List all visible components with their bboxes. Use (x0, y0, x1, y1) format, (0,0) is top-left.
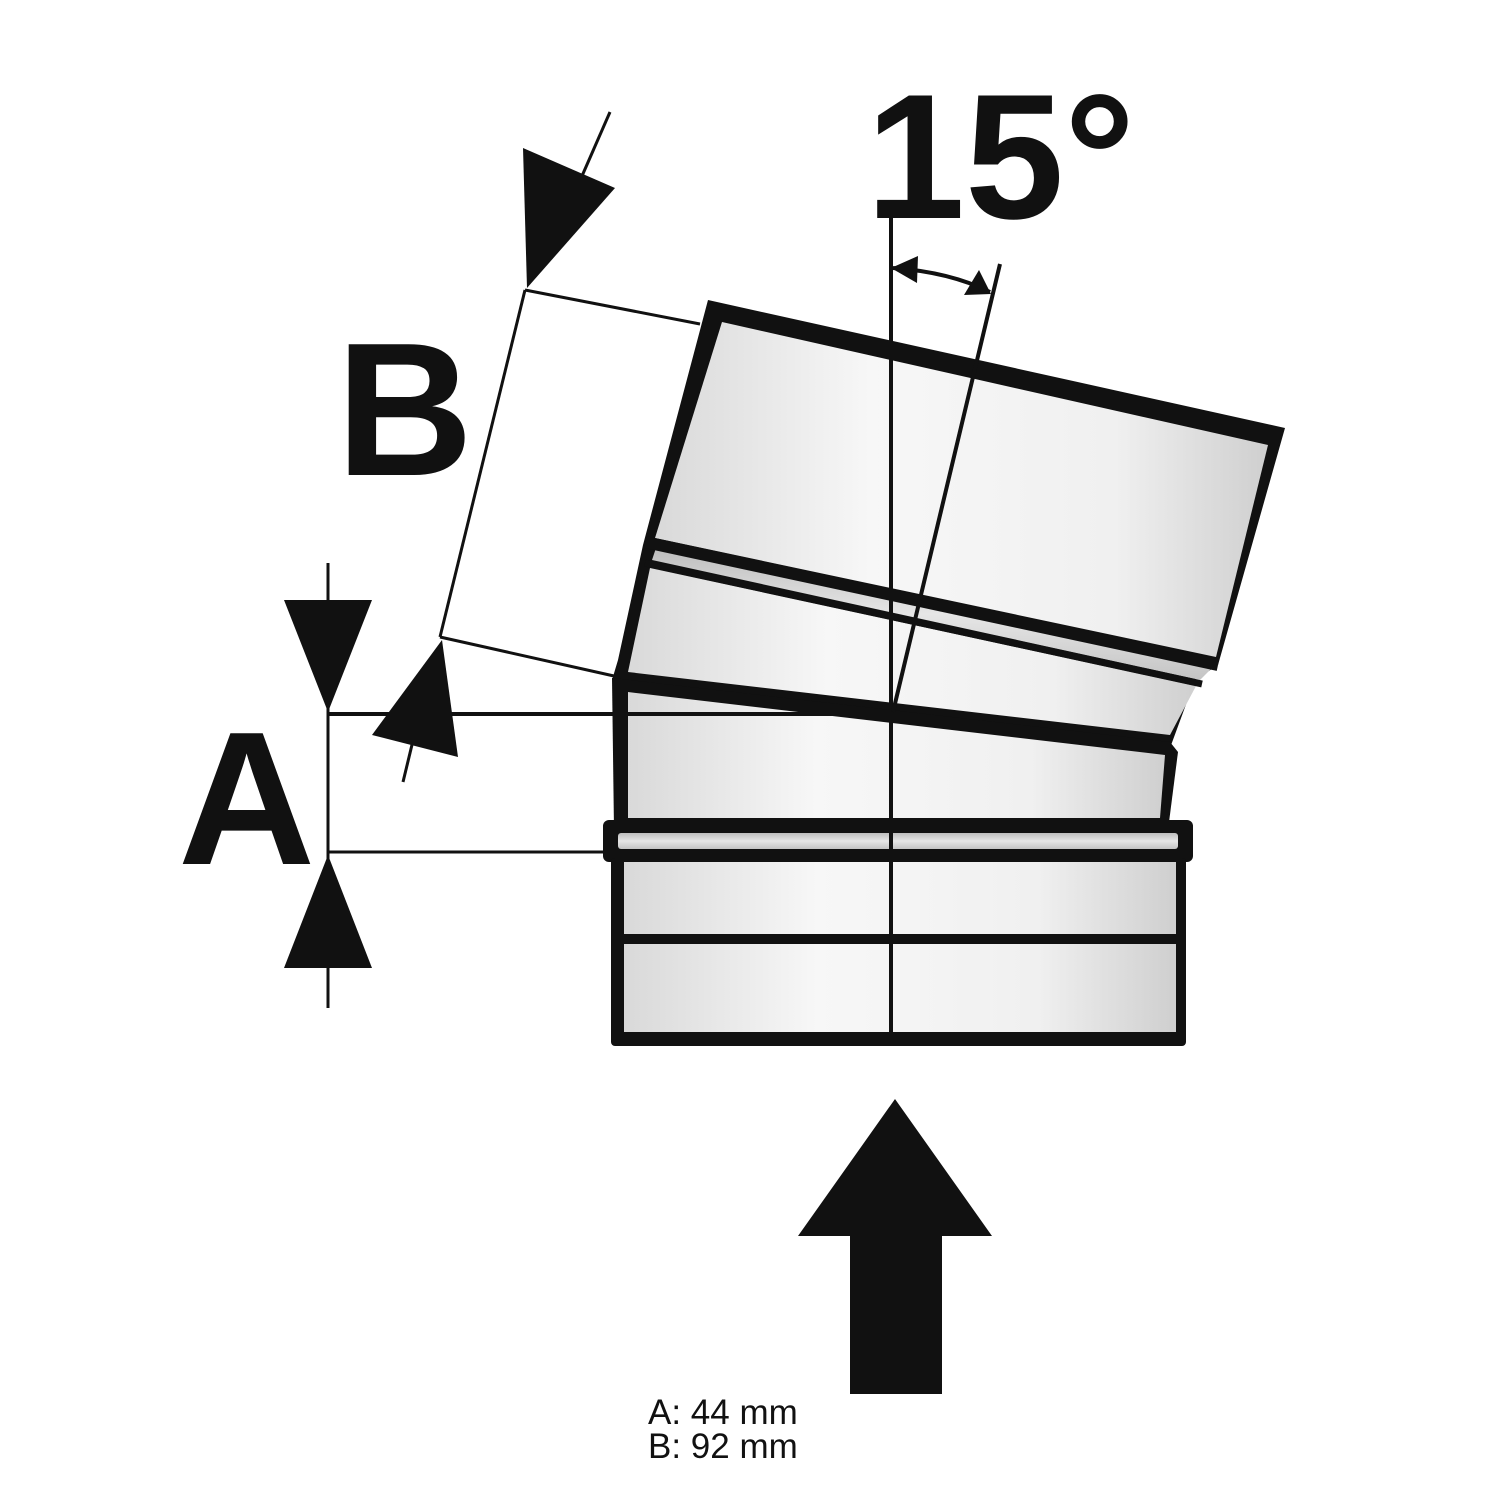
dimension-b-arrow-bottom-icon (372, 640, 458, 757)
angle-arrowhead-left-icon (891, 256, 918, 283)
lower-pipe-socket (611, 858, 1186, 1046)
dimension-legend: A: 44 mm B: 92 mm (648, 1393, 798, 1466)
dimension-a-letter: A (178, 693, 315, 905)
dimension-a: A (178, 563, 890, 1008)
legend-b-value: B: 92 mm (648, 1427, 798, 1466)
angle-arrowhead-right-icon (964, 270, 991, 295)
legend-a-value: A: 44 mm (648, 1393, 798, 1432)
dimension-b-arrow-top-icon (523, 148, 615, 288)
dimension-a-arrow-top-icon (284, 600, 372, 712)
center-axes (889, 212, 1002, 1046)
dimension-b: B (336, 111, 701, 783)
angle-label: 15° (866, 57, 1135, 256)
upper-pipe-segment (612, 300, 1285, 748)
flow-direction-arrow-up-icon (798, 1099, 992, 1394)
angle-indicator: 15° (866, 57, 1135, 295)
dimension-a-arrow-bottom-icon (284, 855, 372, 968)
dimension-b-letter: B (336, 304, 473, 516)
socket-collar (603, 820, 1193, 862)
